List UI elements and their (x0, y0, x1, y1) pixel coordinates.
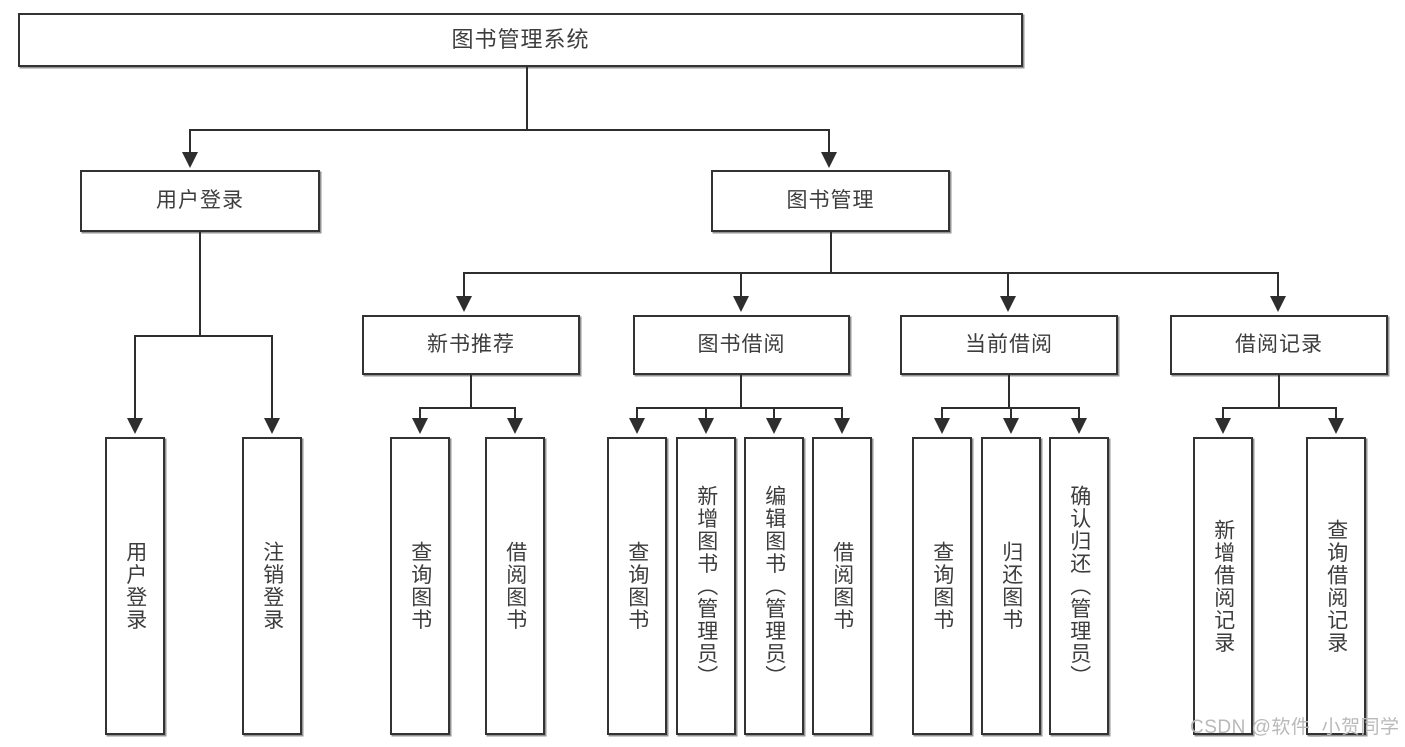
edge-book-mgmt-drop-0 (463, 272, 465, 298)
node-label: 图书管理系统 (451, 26, 590, 52)
leaf-query-borrow-record[interactable]: 查询借阅记录 (1306, 437, 1366, 735)
leaf-return-book[interactable]: 归还图书 (981, 437, 1041, 735)
node-label: 图书借阅 (697, 333, 786, 357)
arrow-current-leaf-2 (1071, 418, 1087, 434)
arrow-borrow-leaf-2 (766, 418, 782, 434)
arrow-book-mgmt-to-current (1000, 296, 1016, 312)
leaf-label: 借阅图书 (830, 541, 854, 631)
arrow-user-login-leaf-0 (127, 418, 143, 434)
leaf-add-book-admin[interactable]: 新增图书（管理员） (676, 437, 736, 735)
node-label: 借阅记录 (1235, 333, 1323, 357)
edge-book-mgmt-drop-2 (1007, 272, 1009, 298)
edge-borrow-drop-3 (841, 407, 843, 419)
edge-new-book-stem (470, 375, 472, 409)
arrow-book-mgmt-to-borrow (733, 296, 749, 312)
edge-new-book-drop-1 (514, 407, 516, 419)
edge-records-drop-1 (1335, 407, 1337, 419)
node-book-management[interactable]: 图书管理 (711, 170, 950, 232)
leaf-label: 新增借阅记录 (1211, 518, 1235, 654)
edge-borrow-bus (636, 407, 843, 409)
arrow-root-to-level2-0 (182, 152, 198, 168)
edge-book-mgmt-drop-3 (1277, 272, 1279, 298)
node-current-borrow[interactable]: 当前借阅 (900, 315, 1118, 375)
edge-user-login-drop-0 (134, 335, 136, 419)
node-new-book-recommend[interactable]: 新书推荐 (362, 315, 580, 375)
edge-current-drop-0 (941, 407, 943, 419)
leaf-label: 查询图书 (930, 541, 954, 631)
arrow-book-mgmt-to-new-book (456, 296, 472, 312)
leaf-label: 注销登录 (260, 541, 284, 631)
leaf-query-book-new[interactable]: 查询图书 (390, 437, 450, 735)
leaf-label: 查询图书 (408, 541, 432, 631)
leaf-label: 确认归还（管理员） (1067, 484, 1091, 688)
node-label: 当前借阅 (965, 333, 1053, 357)
edge-borrow-drop-1 (705, 407, 707, 419)
edge-records-bus (1222, 407, 1337, 409)
arrow-root-to-level2-1 (821, 152, 837, 168)
edge-borrow-drop-2 (773, 407, 775, 419)
edge-root-stem (526, 67, 528, 130)
arrow-new-book-leaf-0 (412, 418, 428, 434)
edge-current-stem (1008, 375, 1010, 409)
arrow-borrow-leaf-1 (698, 418, 714, 434)
leaf-label: 归还图书 (999, 541, 1023, 631)
edge-new-book-bus (419, 407, 516, 409)
leaf-query-book-borrow[interactable]: 查询图书 (607, 437, 667, 735)
edge-book-mgmt-bus (463, 272, 1279, 274)
edge-records-drop-0 (1222, 407, 1224, 419)
leaf-edit-book-admin[interactable]: 编辑图书（管理员） (744, 437, 804, 735)
edge-user-login-bus (134, 335, 273, 337)
node-label: 新书推荐 (427, 333, 515, 357)
leaf-borrow-book[interactable]: 借阅图书 (812, 437, 872, 735)
edge-user-login-drop-1 (271, 335, 273, 419)
leaf-label: 编辑图书（管理员） (762, 484, 786, 688)
arrow-records-leaf-0 (1215, 418, 1231, 434)
node-borrow-records[interactable]: 借阅记录 (1170, 315, 1388, 375)
edge-root-to-level2-0 (189, 129, 191, 154)
edge-new-book-drop-0 (419, 407, 421, 419)
leaf-add-borrow-record[interactable]: 新增借阅记录 (1193, 437, 1253, 735)
arrow-borrow-leaf-0 (629, 418, 645, 434)
edge-book-mgmt-stem (830, 232, 832, 274)
node-user-login[interactable]: 用户登录 (80, 170, 320, 232)
leaf-query-book-current[interactable]: 查询图书 (912, 437, 972, 735)
edge-root-to-level2-1 (828, 129, 830, 154)
edge-book-mgmt-drop-1 (740, 272, 742, 298)
node-root-system[interactable]: 图书管理系统 (18, 13, 1023, 67)
edge-user-login-stem (199, 232, 201, 336)
arrow-records-leaf-1 (1328, 418, 1344, 434)
arrow-current-leaf-1 (1003, 418, 1019, 434)
arrow-borrow-leaf-3 (834, 418, 850, 434)
edge-root-bus (189, 129, 829, 131)
leaf-label: 查询图书 (625, 541, 649, 631)
arrow-book-mgmt-to-records (1270, 296, 1286, 312)
arrow-current-leaf-0 (934, 418, 950, 434)
edge-records-stem (1278, 375, 1280, 409)
node-label: 图书管理 (786, 189, 875, 213)
edge-borrow-stem (740, 375, 742, 409)
leaf-label: 借阅图书 (503, 541, 527, 631)
edge-borrow-drop-0 (636, 407, 638, 419)
arrow-user-login-leaf-1 (264, 418, 280, 434)
leaf-confirm-return-admin[interactable]: 确认归还（管理员） (1049, 437, 1109, 735)
leaf-user-login[interactable]: 用户登录 (105, 437, 165, 735)
leaf-borrow-book-new[interactable]: 借阅图书 (485, 437, 545, 735)
leaf-label: 查询借阅记录 (1324, 518, 1348, 654)
edge-current-drop-1 (1010, 407, 1012, 419)
node-book-borrow[interactable]: 图书借阅 (633, 315, 850, 375)
leaf-label: 新增图书（管理员） (694, 484, 718, 688)
arrow-new-book-leaf-1 (507, 418, 523, 434)
leaf-label: 用户登录 (123, 541, 147, 631)
node-label: 用户登录 (156, 189, 244, 213)
leaf-logout[interactable]: 注销登录 (242, 437, 302, 735)
edge-current-drop-2 (1078, 407, 1080, 419)
